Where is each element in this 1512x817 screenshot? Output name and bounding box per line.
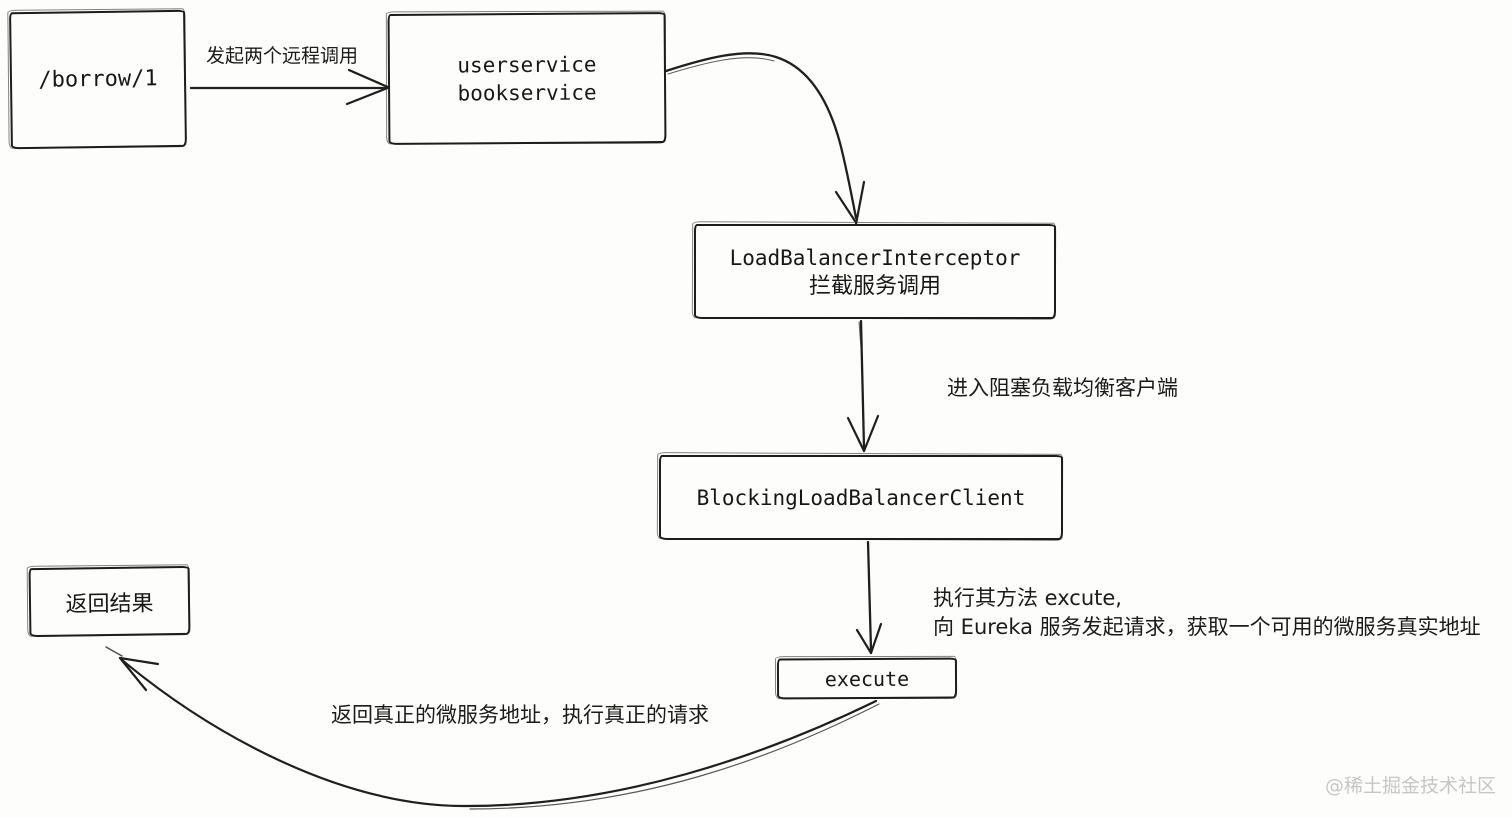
node-result-label: 返回结果 [65,590,154,618]
arrow-client-to-execute [855,540,883,655]
node-borrow-label: /borrow/1 [38,66,158,93]
node-services: userservice bookservice [387,12,667,145]
node-interceptor-title: LoadBalancerInterceptor [729,245,1021,270]
edge-label-execute-method: 执行其方法 excute, 向 Eureka 服务发起请求，获取一个可用的微服务… [933,584,1481,642]
edge-label-execute-method-line1: 执行其方法 excute, [933,586,1122,610]
arrow-interceptor-to-client [846,319,880,453]
node-interceptor: LoadBalancerInterceptor 拦截服务调用 [694,224,1056,319]
node-client-label: BlockingLoadBalancerClient [696,485,1026,510]
node-result: 返回结果 [28,565,191,638]
arrow-services-to-interceptor [664,52,866,226]
edge-label-remote-calls: 发起两个远程调用 [206,45,359,67]
node-services-line1: userservice [457,52,597,77]
node-execute: execute [776,657,958,700]
node-services-line2: bookservice [457,80,597,105]
node-execute-label: execute [824,666,910,691]
edge-label-return-real-address: 返回真正的微服务地址，执行真正的请求 [331,703,709,727]
node-interceptor-subtitle: 拦截服务调用 [808,273,941,299]
node-client: BlockingLoadBalancerClient [659,455,1063,540]
node-borrow: /borrow/1 [9,9,187,150]
edge-label-execute-method-line2: 向 Eureka 服务发起请求，获取一个可用的微服务真实地址 [933,615,1481,639]
edge-label-enter-blocking-client: 进入阻塞负载均衡客户端 [947,376,1178,400]
arrow-borrow-to-services [189,68,392,106]
watermark-juejin: @稀土掘金技术社区 [1325,775,1497,797]
